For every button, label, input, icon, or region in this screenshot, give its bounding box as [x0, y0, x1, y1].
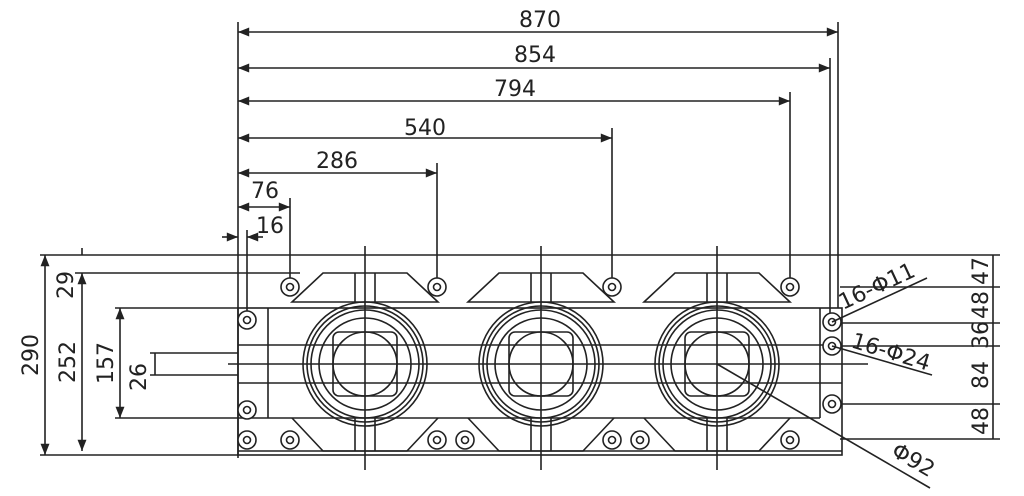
- extension-lines: [40, 22, 1000, 458]
- bolt-hole-inner: [785, 435, 795, 445]
- bolt-hole: [822, 394, 842, 414]
- bolt-hole-inner: [242, 405, 252, 415]
- top-bracket: [289, 272, 441, 303]
- bolt-hole: [780, 277, 800, 297]
- bolt-hole-outer: [427, 277, 447, 297]
- bolt-hole-outer: [237, 310, 257, 330]
- pump-flange: [641, 246, 793, 470]
- callout-leaders: [716, 277, 933, 489]
- pump-flanges: [289, 246, 793, 470]
- dim-29: 29: [54, 271, 79, 299]
- bolt-hole: [427, 277, 447, 297]
- dim-286: 286: [316, 149, 358, 174]
- bolt-hole-outer: [822, 394, 842, 414]
- bolt-hole: [237, 430, 257, 450]
- pump-flange: [465, 246, 617, 470]
- bolt-holes: [237, 277, 842, 450]
- bolt-hole-outer: [237, 430, 257, 450]
- dim-47: 47: [969, 257, 994, 285]
- bolt-hole-inner: [635, 435, 645, 445]
- bolt-hole-outer: [427, 430, 447, 450]
- dim-26: 26: [127, 363, 152, 391]
- bolt-hole-inner: [827, 317, 837, 327]
- bolt-hole-inner: [607, 282, 617, 292]
- bottom-bracket: [643, 417, 791, 452]
- bolt-hole: [602, 277, 622, 297]
- bolt-hole-outer: [237, 400, 257, 420]
- bolt-hole-inner: [285, 435, 295, 445]
- dim-76: 76: [251, 179, 279, 204]
- dim-48-upper: 48: [969, 291, 994, 319]
- bolt-hole-outer: [780, 277, 800, 297]
- callout-16-phi24: 16-Φ24: [848, 329, 933, 377]
- bolt-hole-inner: [827, 399, 837, 409]
- bolt-hole: [455, 430, 475, 450]
- bolt-hole-inner: [785, 282, 795, 292]
- top-bracket: [641, 272, 793, 303]
- dim-16: 16: [256, 214, 284, 239]
- dim-157: 157: [94, 342, 119, 384]
- dim-794: 794: [494, 77, 536, 102]
- dim-252: 252: [56, 341, 81, 383]
- bolt-hole: [602, 430, 622, 450]
- bolt-hole-inner: [242, 315, 252, 325]
- dim-854: 854: [514, 43, 556, 68]
- bolt-hole: [237, 400, 257, 420]
- bolt-hole-inner: [242, 435, 252, 445]
- bolt-hole-outer: [630, 430, 650, 450]
- bolt-hole-inner: [432, 282, 442, 292]
- bolt-hole-inner: [827, 341, 837, 351]
- bolt-hole-outer: [280, 277, 300, 297]
- bolt-hole-outer: [602, 277, 622, 297]
- callout-16-phi11: 16-Φ11: [835, 258, 919, 315]
- bottom-bracket: [291, 417, 439, 452]
- top-dimension-lines: [222, 27, 839, 242]
- bolt-hole-outer: [780, 430, 800, 450]
- bolt-hole: [237, 310, 257, 330]
- callout-phi92: Φ92: [887, 439, 939, 483]
- top-bracket: [465, 272, 617, 303]
- bolt-hole: [630, 430, 650, 450]
- left-dimension-lines: [40, 248, 238, 455]
- dim-290: 290: [19, 334, 44, 376]
- dim-84: 84: [969, 361, 994, 389]
- bolt-hole: [280, 430, 300, 450]
- bolt-hole: [780, 430, 800, 450]
- bolt-hole-outer: [602, 430, 622, 450]
- bottom-bracket: [467, 417, 615, 452]
- dim-870: 870: [519, 8, 561, 33]
- bolt-hole-outer: [280, 430, 300, 450]
- pump-flange: [289, 246, 441, 470]
- bolt-hole: [427, 430, 447, 450]
- bolt-hole-inner: [607, 435, 617, 445]
- bolt-hole-inner: [432, 435, 442, 445]
- bolt-hole-outer: [455, 430, 475, 450]
- dim-36: 36: [969, 321, 994, 349]
- bolt-hole: [280, 277, 300, 297]
- bolt-hole-inner: [285, 282, 295, 292]
- dim-540: 540: [404, 116, 446, 141]
- dim-48-lower: 48: [969, 407, 994, 435]
- bolt-hole-inner: [460, 435, 470, 445]
